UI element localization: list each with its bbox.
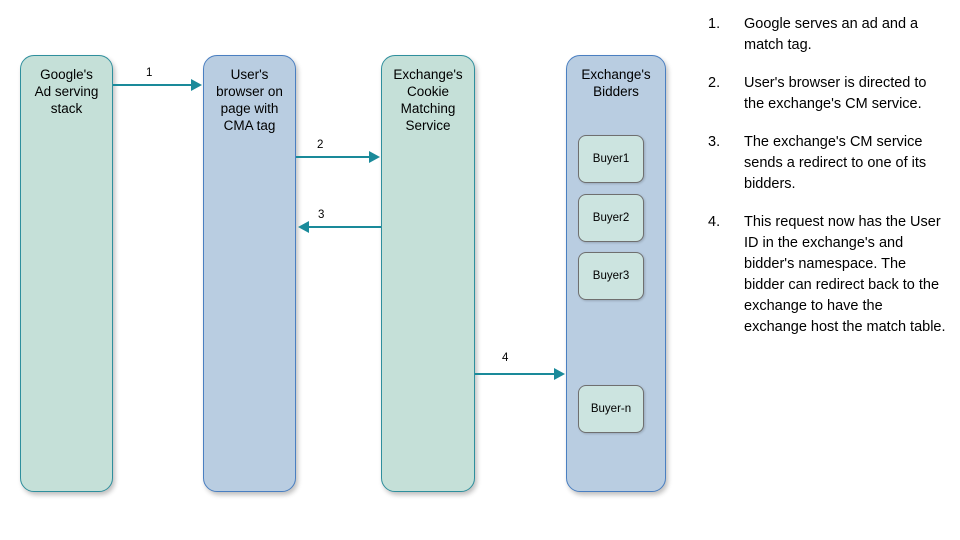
arrow-right-icon — [191, 79, 202, 91]
list-item-text: The exchange's CM service sends a redire… — [744, 134, 927, 192]
list-item-text: Google serves an ad and a match tag. — [744, 16, 919, 53]
node-google-ad-serving-stack[interactable]: Google's Ad serving stack — [20, 55, 113, 492]
numbered-steps-list: 1. Google serves an ad and a match tag. … — [708, 14, 948, 355]
buyer-box-2[interactable]: Buyer2 — [578, 194, 644, 242]
arrow-right-icon — [369, 151, 380, 163]
arrow-left-icon — [298, 221, 309, 233]
node-users-browser[interactable]: User's browser on page with CMA tag — [203, 55, 296, 492]
list-item-marker: 3. — [708, 134, 721, 150]
arrow-1-number: 1 — [146, 67, 153, 79]
buyer-box-3[interactable]: Buyer3 — [578, 252, 644, 300]
list-item-marker: 1. — [708, 16, 721, 32]
arrow-3-number: 3 — [318, 209, 325, 221]
node-exchange-cookie-matching-service[interactable]: Exchange's Cookie Matching Service — [381, 55, 475, 492]
buyer-label-2: Buyer2 — [592, 212, 630, 224]
buyer-label-3: Buyer3 — [592, 270, 630, 282]
arrow-4-number: 4 — [502, 352, 509, 364]
list-item-text: User's browser is directed to the exchan… — [744, 75, 927, 112]
list-item: 3. The exchange's CM service sends a red… — [708, 132, 948, 195]
node-label-cms: Exchange's Cookie Matching Service — [393, 67, 463, 133]
arrow-2-number: 2 — [317, 139, 324, 151]
list-item: 4. This request now has the User ID in t… — [708, 212, 948, 338]
buyer-box-1[interactable]: Buyer1 — [578, 135, 644, 183]
arrow-3-line — [309, 226, 381, 228]
node-label-google: Google's Ad serving stack — [34, 67, 99, 116]
buyer-label-1: Buyer1 — [592, 153, 630, 165]
list-item: 2. User's browser is directed to the exc… — [708, 73, 948, 115]
list-item: 1. Google serves an ad and a match tag. — [708, 14, 948, 56]
arrow-1-line — [113, 84, 193, 86]
list-item-text: This request now has the User ID in the … — [744, 214, 946, 335]
buyer-box-n[interactable]: Buyer-n — [578, 385, 644, 433]
arrow-4-line — [475, 373, 555, 375]
node-label-browser: User's browser on page with CMA tag — [216, 67, 283, 133]
list-item-marker: 4. — [708, 214, 721, 230]
arrow-2-line — [296, 156, 370, 158]
buyer-label-n: Buyer-n — [590, 403, 632, 415]
node-label-bidders: Exchange's Bidders — [581, 67, 651, 99]
list-item-marker: 2. — [708, 75, 721, 91]
arrow-right-icon — [554, 368, 565, 380]
